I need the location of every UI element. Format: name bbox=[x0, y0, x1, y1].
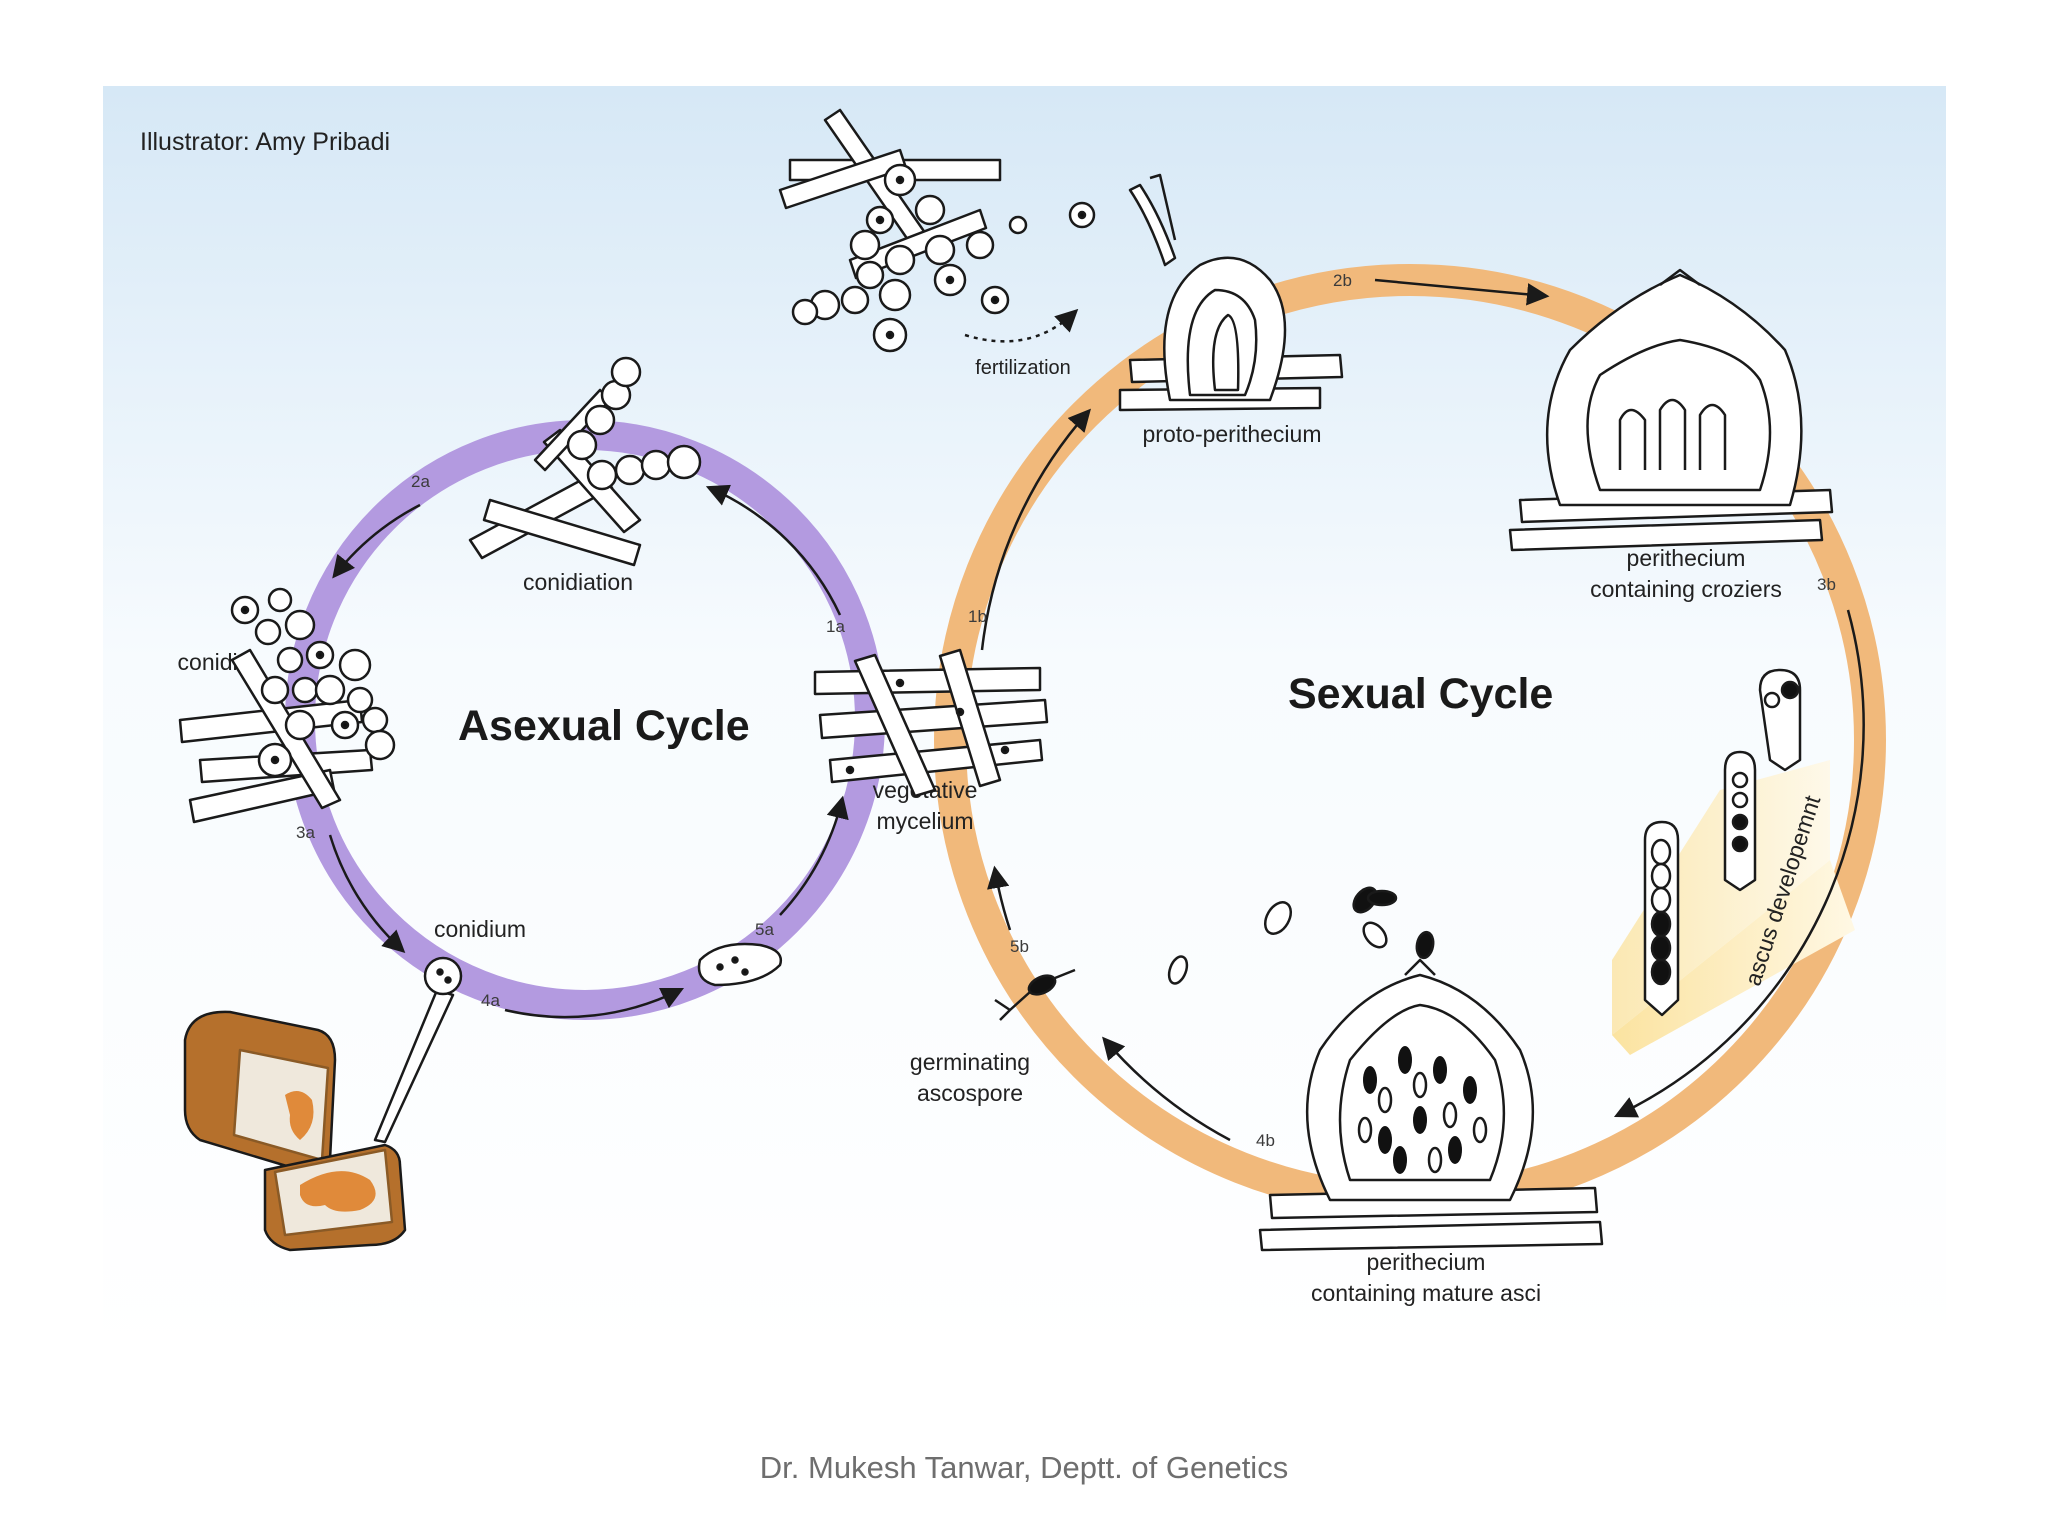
arrow-2b bbox=[1374, 278, 1550, 306]
conidia-illustration bbox=[178, 587, 396, 824]
label-germinating-1: germinating bbox=[910, 1049, 1030, 1075]
conidium-illustration bbox=[373, 956, 463, 1144]
arrow-2a bbox=[332, 503, 421, 579]
label-perithecium-asci-1: perithecium bbox=[1367, 1249, 1486, 1275]
asexual-cycle-title: Asexual Cycle bbox=[458, 702, 750, 750]
step-3b: 3b bbox=[1817, 575, 1836, 594]
step-2b: 2b bbox=[1333, 271, 1352, 290]
arrow-5a bbox=[779, 795, 849, 916]
arrow-4a bbox=[504, 987, 685, 1019]
label-germinating-2: ascospore bbox=[917, 1080, 1023, 1106]
step-4a: 4a bbox=[481, 991, 500, 1010]
illustrator-credit: Illustrator: Amy Pribadi bbox=[140, 128, 390, 156]
germinating-ascospore-illustration bbox=[994, 968, 1076, 1021]
germinating-conidium-illustration bbox=[697, 942, 783, 987]
proto-perithecium-illustration bbox=[1118, 173, 1344, 412]
label-perithecium-asci-2: containing mature asci bbox=[1311, 1280, 1541, 1306]
label-vegetative-2: mycelium bbox=[876, 808, 973, 834]
arrow-3a bbox=[328, 834, 406, 954]
conidiation-illustration bbox=[468, 356, 702, 567]
arrow-4b bbox=[1102, 1036, 1231, 1142]
fertilizing-conidia-illustration bbox=[778, 108, 1096, 353]
step-3a: 3a bbox=[296, 823, 315, 842]
ascospores-illustration bbox=[1167, 886, 1435, 985]
label-fertilization: fertilization bbox=[975, 357, 1071, 379]
label-conidium: conidium bbox=[434, 916, 526, 942]
sexual-cycle-title: Sexual Cycle bbox=[1288, 670, 1553, 718]
step-1b: 1b bbox=[968, 607, 987, 626]
arrow-5b bbox=[987, 865, 1012, 931]
vegetative-mycelium-illustration bbox=[813, 648, 1049, 798]
step-5a: 5a bbox=[755, 920, 774, 939]
perithecium-croziers-illustration bbox=[1508, 268, 1834, 552]
label-perithecium-croziers-2: containing croziers bbox=[1590, 576, 1782, 602]
arrow-1a bbox=[705, 484, 842, 616]
step-numbers: 1a 2a 3a 4a 5a 1b 2b 3b 4b 5b bbox=[296, 271, 1836, 1150]
bread-illustration bbox=[183, 1010, 407, 1252]
step-1a: 1a bbox=[826, 617, 845, 636]
step-2a: 2a bbox=[411, 472, 430, 491]
label-conidiation: conidiation bbox=[523, 569, 633, 595]
ascus-development-illustration bbox=[1643, 668, 1802, 1017]
label-perithecium-croziers-1: perithecium bbox=[1627, 545, 1746, 571]
step-5b: 5b bbox=[1010, 937, 1029, 956]
label-proto-perithecium: proto-perithecium bbox=[1143, 421, 1322, 447]
footer-credit: Dr. Mukesh Tanwar, Deptt. of Genetics bbox=[759, 1450, 1289, 1485]
step-4b: 4b bbox=[1256, 1131, 1275, 1150]
arrow-1b bbox=[980, 408, 1091, 651]
arrow-3b bbox=[1613, 609, 1865, 1118]
perithecium-asci-illustration bbox=[1258, 958, 1604, 1252]
